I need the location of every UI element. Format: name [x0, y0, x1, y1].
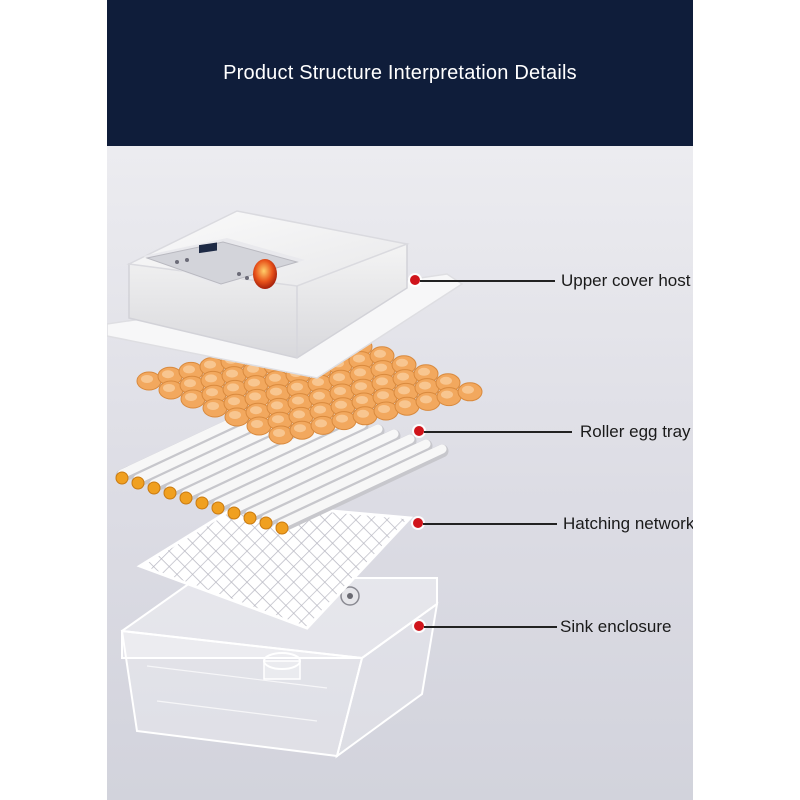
- component-label: Hatching network: [563, 514, 693, 533]
- component-label: Sink enclosure: [560, 617, 672, 636]
- callout-marker-icon: [410, 275, 420, 285]
- sink-enclosure-part: [120, 577, 439, 759]
- hatching-network-part: [136, 501, 414, 630]
- leader-line: [424, 626, 557, 628]
- upper-cover-part: [107, 210, 464, 379]
- callout-marker-icon: [413, 518, 423, 528]
- callout-marker-icon: [414, 426, 424, 436]
- header-banner: Product Structure Interpretation Details: [107, 0, 693, 146]
- callout-marker-icon: [414, 621, 424, 631]
- page-title: Product Structure Interpretation Details: [223, 61, 577, 84]
- callout-roller-tray: Roller egg tray: [414, 422, 693, 442]
- callout-upper-cover: Upper cover host: [410, 271, 693, 291]
- leader-line: [420, 280, 555, 282]
- exploded-view-illustration: [107, 210, 483, 759]
- callout-sink: Sink enclosure: [414, 617, 693, 637]
- callout-hatching-net: Hatching network: [413, 514, 693, 534]
- component-label: Upper cover host: [561, 271, 691, 290]
- diagram-panel: Upper cover host Roller egg tray Hatchin…: [107, 146, 693, 800]
- leader-line: [423, 523, 557, 525]
- component-label: Roller egg tray: [580, 422, 691, 441]
- roller-egg-tray-part: [115, 394, 449, 535]
- leader-line: [424, 431, 572, 433]
